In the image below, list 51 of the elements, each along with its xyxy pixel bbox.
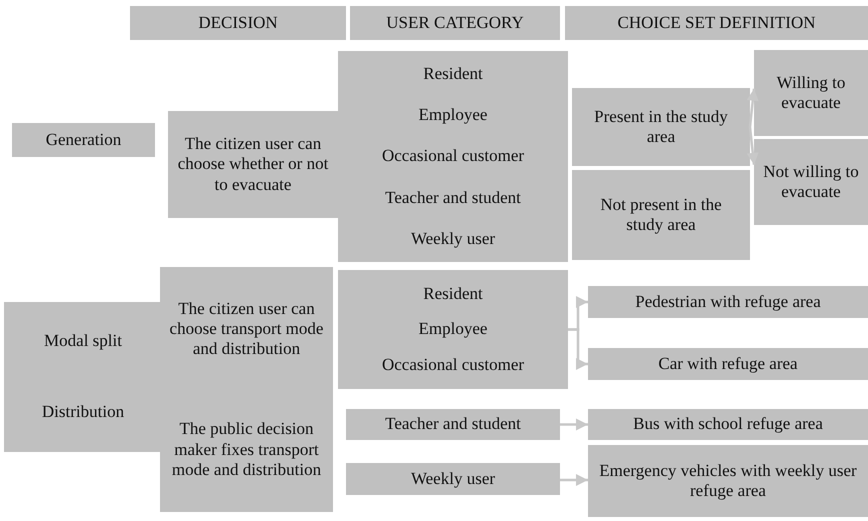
node-text: Car with refuge area [658, 354, 798, 374]
choice-box [588, 409, 868, 440]
node-text: Not present in the study area [599, 194, 723, 236]
node-text: The citizen user can choose whether or not to evacuate [176, 134, 330, 196]
arrow [560, 474, 588, 486]
choice-box [754, 139, 868, 225]
arrow [746, 88, 759, 128]
node-text: Modal split [44, 331, 122, 352]
header-box [350, 6, 560, 40]
node-text: Weekly user [410, 468, 496, 490]
arrow [746, 126, 759, 165]
node-text: Present in the study area [593, 106, 729, 148]
choice-box [588, 445, 868, 517]
node-text: Willing to evacuate [776, 72, 846, 114]
node-text: Employee [418, 104, 488, 126]
header-box [130, 6, 346, 40]
arrow [560, 418, 588, 430]
node-text: Resident [423, 64, 483, 84]
node-text: Occasional customer [382, 354, 524, 376]
user-category-box [346, 463, 560, 495]
choice-box [754, 50, 868, 136]
user-category-box [338, 270, 568, 389]
arrow [568, 328, 588, 370]
node-text: DECISION [198, 12, 278, 34]
choice-box [572, 88, 750, 166]
node-text: Generation [46, 130, 122, 150]
choice-box [588, 286, 868, 318]
node-text: Employee [418, 319, 488, 340]
choice-box [588, 348, 868, 380]
node-text: Resident [423, 284, 483, 304]
node-text: The citizen user can choose transport mode and distribution [168, 298, 324, 360]
node-text: Teacher and student [385, 188, 521, 208]
node-text: Not willing to evacuate [762, 162, 860, 202]
node-text: Teacher and student [385, 414, 521, 435]
decision-box [168, 111, 338, 218]
node-text: Weekly user [410, 229, 496, 250]
choice-box [572, 170, 750, 260]
decision-box [4, 302, 162, 452]
node-text: Occasional customer [382, 146, 524, 167]
decision-box [12, 123, 155, 157]
user-category-box [338, 51, 568, 262]
node-text: CHOICE SET DEFINITION [617, 12, 816, 34]
node-text: Pedestrian with refuge area [635, 292, 821, 312]
node-text: USER CATEGORY [386, 12, 524, 34]
node-text: The public decision maker fixes transport mode and distribution [170, 419, 322, 480]
node-text: Bus with school refuge area [633, 414, 823, 435]
user-category-box [346, 409, 560, 440]
decision-box [160, 267, 333, 512]
header-box [565, 6, 868, 40]
node-text: Distribution [42, 402, 124, 423]
node-text: Emergency vehicles with weekly user refuge area [598, 460, 858, 502]
